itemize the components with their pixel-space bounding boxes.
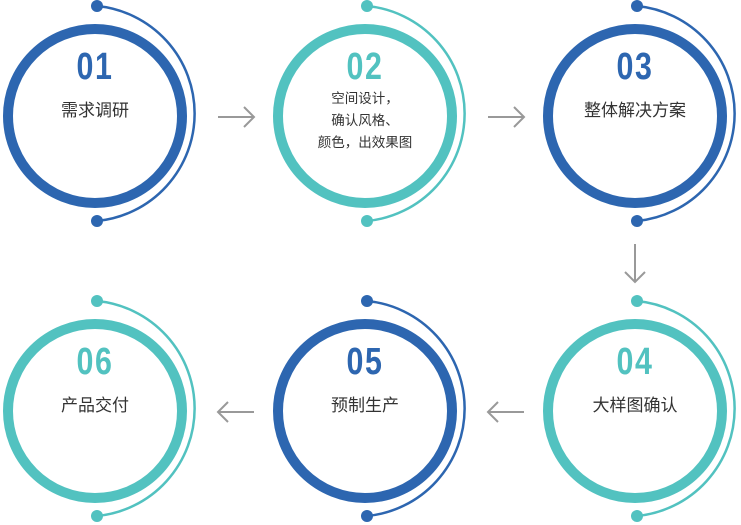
step-ring [543,0,736,227]
step-label-line: 颜色，出效果图 [317,135,413,151]
step-number: 05 [346,341,384,383]
step-number: 04 [616,341,654,383]
step-04: 04 大样图确认 [540,295,741,525]
arc-end-dot [361,215,373,227]
step-label-line: 确认风格、 [331,113,399,129]
arrow-left-icon [486,400,526,428]
step-ring [273,295,466,522]
arrow-right-icon [486,105,526,133]
step-label-line: 空间设计， [331,91,399,107]
step-label: 产品交付 [61,396,129,416]
step-03: 03 整体解决方案 [540,0,741,230]
step-02: 02 空间设计， 确认风格、颜色，出效果图 [270,0,500,230]
arrow-right-icon [216,105,256,133]
arc-end-dot [631,510,643,522]
arc-start-dot [631,0,643,12]
step-number: 02 [346,46,384,88]
arc-start-dot [361,295,373,307]
step-05: 05 预制生产 [270,295,500,525]
step-06: 06 产品交付 [0,295,230,525]
arrow-down-icon [623,242,647,288]
arc-start-dot [91,0,103,12]
arrow-left-icon [216,400,256,428]
step-label: 空间设计， 确认风格、颜色，出效果图 [270,88,460,154]
step-number: 03 [616,46,654,88]
step-01: 01 需求调研 [0,0,230,230]
arc-start-dot [91,295,103,307]
arc-end-dot [91,215,103,227]
step-number: 06 [76,341,114,383]
arc-end-dot [91,510,103,522]
step-label: 大样图确认 [592,396,678,416]
step-label: 预制生产 [331,396,399,416]
step-number: 01 [76,46,114,88]
step-ring [543,295,736,522]
arc-start-dot [631,295,643,307]
step-label: 整体解决方案 [584,101,686,121]
step-ring [3,0,196,227]
step-label: 需求调研 [61,101,129,121]
arc-end-dot [361,510,373,522]
arc-end-dot [631,215,643,227]
step-ring [3,295,196,522]
step-ring [273,0,466,227]
arc-start-dot [361,0,373,12]
